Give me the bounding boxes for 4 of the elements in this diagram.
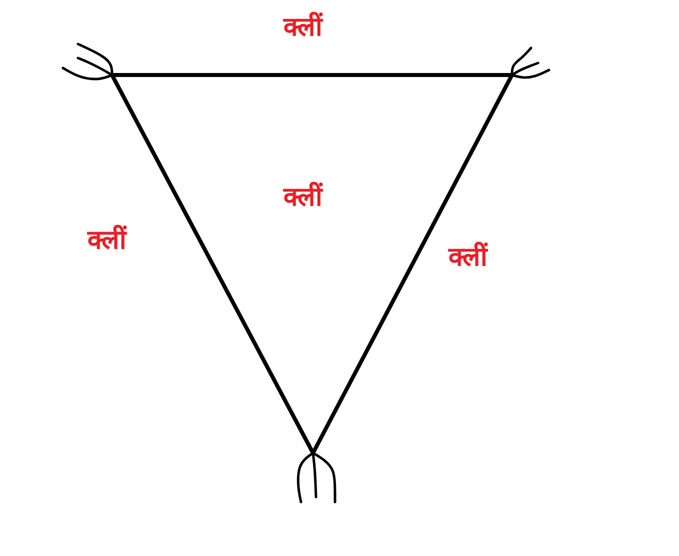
- mantra-text: क्लीं: [284, 182, 322, 214]
- mantra-text: क्लीं: [448, 242, 488, 274]
- mantra-text: क्लीं: [88, 225, 126, 257]
- mantra-text: क्लीं: [284, 12, 322, 44]
